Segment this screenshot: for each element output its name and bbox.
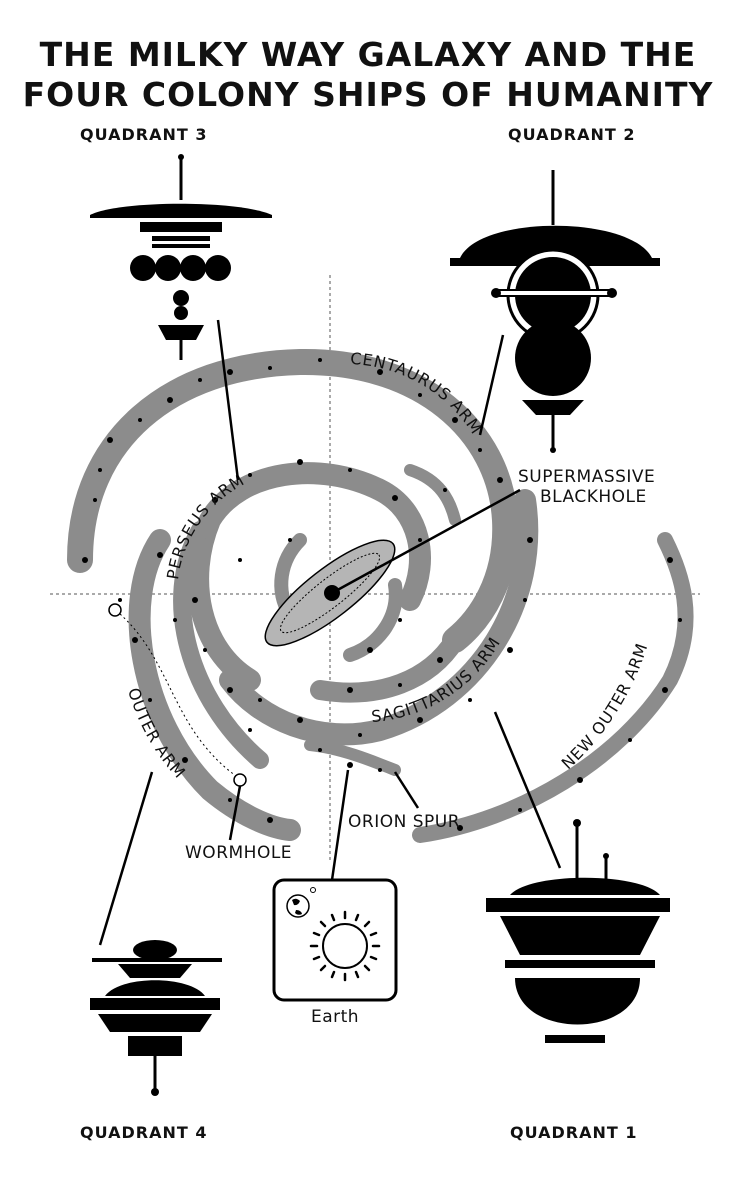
ship-2-callout-line (478, 334, 505, 436)
new-outer-arm-band (412, 532, 694, 843)
wormhole-entry-circle (108, 603, 122, 617)
ship-4-callout-line (98, 771, 154, 946)
ship-3-callout-line (216, 319, 240, 481)
quadrant-1-label: QUADRANT 1 (510, 1123, 637, 1142)
earth-label: Earth (311, 1007, 359, 1027)
inner-left-band (173, 521, 269, 769)
inner-core-arc-3 (404, 464, 461, 526)
moon-icon (310, 887, 316, 893)
outer-spiral-arm (67, 348, 519, 653)
ship-1-callout-line (493, 711, 562, 869)
orion-spur-label: ORION SPUR (348, 812, 460, 832)
earth-inset (272, 878, 398, 1002)
colony-ship-quadrant-2 (450, 170, 660, 453)
galaxy-spiral (67, 348, 694, 843)
blackhole-label-line2: BLACKHOLE (540, 487, 647, 507)
perseus-arm-band (187, 462, 431, 691)
wormhole (108, 603, 247, 841)
wormhole-label: WORMHOLE (185, 843, 292, 863)
quadrant-3-label: QUADRANT 3 (80, 125, 207, 144)
wormhole-path (119, 613, 237, 777)
earth-callout-line (330, 769, 350, 881)
sun-icon (322, 923, 368, 969)
blackhole-label-line1: SUPERMASSIVE (518, 467, 655, 487)
colony-ship-quadrant-1 (486, 819, 670, 1043)
title-line-1: THE MILKY WAY GALAXY AND THE (40, 35, 697, 74)
quadrant-2-label: QUADRANT 2 (508, 125, 635, 144)
quadrant-4-label: QUADRANT 4 (80, 1123, 207, 1142)
sun-rays (309, 910, 381, 982)
star-dots (82, 358, 682, 831)
colony-ship-quadrant-4 (90, 940, 222, 1096)
orion-spur-band (304, 739, 401, 776)
title-line-2: FOUR COLONY SHIPS OF HUMANITY (23, 75, 714, 114)
outer-arm-band (128, 529, 301, 841)
sagittarius-arm-band (219, 489, 539, 746)
colony-ship-quadrant-3 (90, 154, 272, 360)
blackhole-callout-line (331, 488, 521, 595)
centaurus-arm-band (310, 630, 465, 703)
inner-core-arc-2 (343, 578, 403, 662)
